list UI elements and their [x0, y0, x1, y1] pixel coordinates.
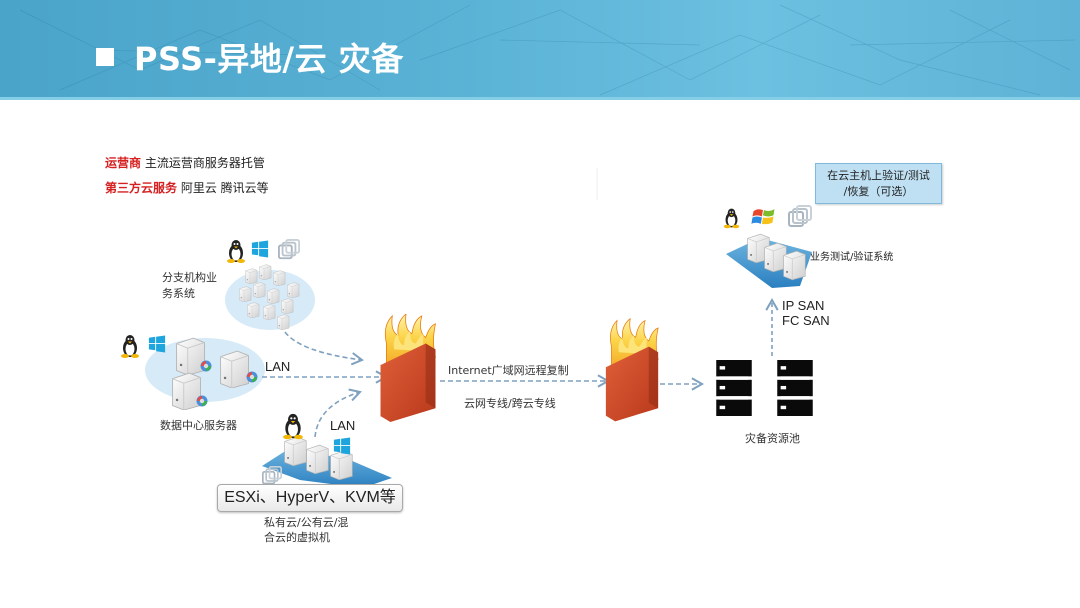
windows-icon: [751, 209, 775, 225]
san-label-ip: IP SAN: [782, 298, 825, 313]
branch-label-line1: 分支机构业: [162, 271, 217, 284]
virtual-cluster: [262, 413, 392, 488]
virtual-lan-label: LAN: [330, 418, 356, 433]
title-text: PSS-异地/云 灾备: [134, 40, 404, 78]
firewall-left-icon: [380, 314, 436, 422]
virtual-label-line1: 私有云/公有云/混: [264, 516, 349, 529]
windows-icon: [148, 335, 166, 353]
wan-label-bottom: 云网专线/跨云专线: [464, 397, 556, 410]
branch-label-line2: 务系统: [162, 287, 195, 300]
dr-pool: [716, 360, 813, 416]
rack-server-icon: [777, 360, 813, 416]
linux-icon: [283, 413, 303, 440]
virtual-label-line2: 合云的虚拟机: [264, 531, 330, 544]
firewall-right-icon: [605, 318, 659, 422]
verify-note-line1: 在云主机上验证/测试: [827, 169, 930, 182]
san-label: IP SAN FC SAN: [782, 298, 830, 328]
slide-header: PSS-异地/云 灾备: [0, 0, 1080, 100]
san-label-fc: FC SAN: [782, 313, 830, 328]
linux-icon: [121, 335, 139, 358]
title-bullet: [96, 48, 114, 66]
branch-label: 分支机构业 务系统: [162, 270, 217, 302]
vmware-icon: [278, 239, 300, 260]
windows-icon: [251, 240, 269, 258]
legend-cloud-key: 第三方云服务: [105, 181, 178, 195]
branch-to-firewall-link: [284, 331, 365, 366]
virtual-to-firewall-link: [314, 388, 362, 438]
datacenter-cluster: [121, 335, 265, 410]
test-system: [723, 205, 813, 288]
datacenter-lan-label: LAN: [265, 359, 291, 374]
windows-icon: [333, 437, 351, 455]
legend-operator: 运营商 主流运营商服务器托管: [105, 154, 265, 171]
vmware-icon: [787, 205, 813, 228]
rack-server-icon: [716, 360, 752, 416]
datacenter-label: 数据中心服务器: [160, 419, 237, 432]
network-icon: [196, 395, 208, 407]
verify-note-box: 在云主机上验证/测试 /恢复（可选）: [815, 163, 942, 204]
branch-cluster: [225, 239, 315, 330]
legend-operator-key: 运营商: [105, 156, 142, 170]
verify-note-line2: /恢复（可选）: [843, 185, 914, 198]
legend-cloud: 第三方云服务 阿里云 腾讯云等: [105, 179, 269, 196]
virtual-label: 私有云/公有云/混 合云的虚拟机: [264, 515, 348, 545]
test-system-label: 业务测试/验证系统: [810, 252, 894, 263]
linux-icon: [723, 208, 740, 229]
slide-title: PSS-异地/云 灾备: [96, 34, 404, 80]
header-texture: [19, 4, 1076, 96]
network-icon: [246, 371, 258, 383]
hypervisor-platforms-box: ESXi、HyperV、KVM等: [217, 484, 403, 512]
legend-operator-text: 主流运营商服务器托管: [144, 156, 265, 170]
network-icon: [200, 360, 212, 372]
dr-pool-label: 灾备资源池: [745, 432, 800, 445]
legend-cloud-text: 阿里云 腾讯云等: [180, 181, 269, 195]
linux-icon: [227, 240, 245, 263]
wan-label-top: Internet广域网远程复制: [448, 364, 569, 377]
